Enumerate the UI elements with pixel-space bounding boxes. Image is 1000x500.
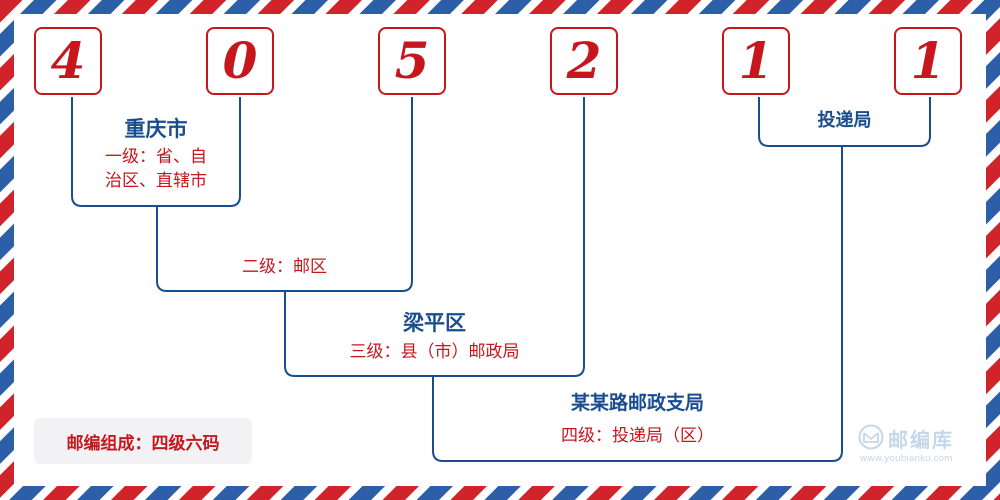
connector-delivery <box>758 97 931 147</box>
composition-badge: 邮编组成：四级六码 <box>34 418 252 464</box>
level1-place: 重庆市 <box>124 116 188 141</box>
level4-desc: 四级：投递局（区） <box>561 426 714 446</box>
level2-desc: 二级：邮区 <box>242 257 327 277</box>
postal-digit-3: 5 <box>378 27 446 95</box>
postal-digit-6: 1 <box>894 27 962 95</box>
logo-name: 邮编库 <box>888 428 954 452</box>
level4-place: 某某路邮政支局 <box>570 392 704 414</box>
connector-level4 <box>432 146 843 462</box>
level1-desc-line1: 一级：省、自 <box>105 147 207 167</box>
delivery-office-label: 投递局 <box>817 110 872 131</box>
connector-lines <box>71 97 931 462</box>
postal-digit-1: 4 <box>34 27 102 95</box>
postal-digit-2: 0 <box>206 27 274 95</box>
youbianku-logo: 邮编库 www.youbianku.com <box>858 424 984 468</box>
connector-level3 <box>284 97 585 377</box>
level1-desc-line2: 治区、直辖市 <box>105 171 207 191</box>
level3-desc: 三级：县（市）邮政局 <box>349 342 520 362</box>
envelope-icon <box>858 424 884 450</box>
postal-digit-5: 1 <box>722 27 790 95</box>
logo-url: www.youbianku.com <box>860 454 953 464</box>
level3-place: 梁平区 <box>403 310 466 335</box>
postal-digit-4: 2 <box>550 27 618 95</box>
